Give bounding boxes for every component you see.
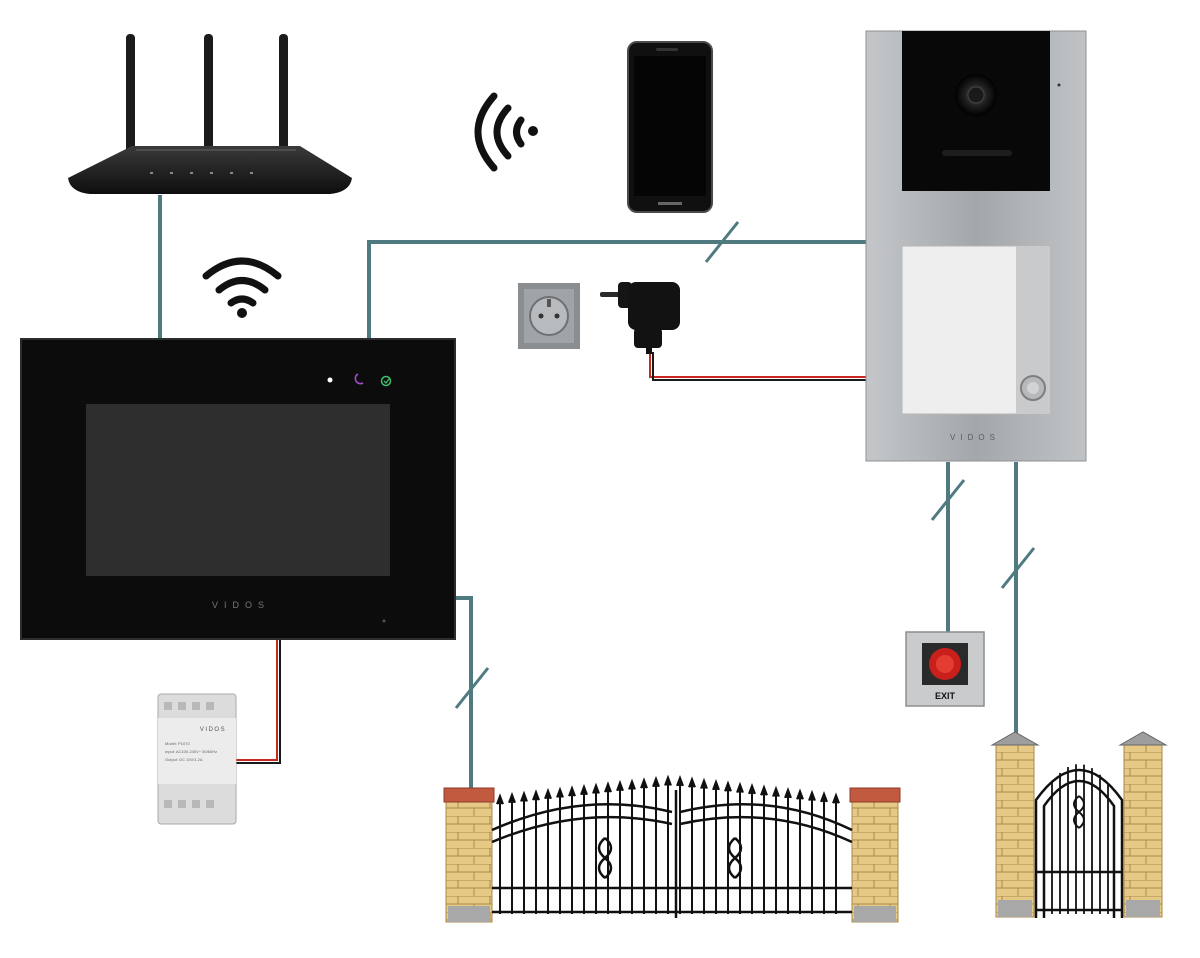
wires bbox=[158, 195, 1018, 790]
power-wires bbox=[236, 352, 866, 764]
gate-spear-tip bbox=[652, 775, 660, 788]
gate-spear-tip bbox=[592, 782, 600, 794]
panel-brand-label: VIDOS bbox=[950, 433, 1000, 442]
power-led bbox=[327, 377, 333, 383]
gate-spear-tip bbox=[544, 787, 552, 800]
gate-spear-tip bbox=[640, 777, 648, 789]
wifi-icon bbox=[202, 257, 282, 307]
gate-spear-tip bbox=[580, 783, 588, 796]
monitor-brand-label: VIDOS bbox=[212, 600, 270, 610]
gate-spear-tip bbox=[760, 784, 768, 796]
gate-spear-tip bbox=[676, 775, 684, 787]
power-wire-adapter-red bbox=[649, 352, 866, 378]
gate-bars bbox=[496, 774, 840, 914]
indoor-monitor: VIDOS bbox=[20, 338, 456, 640]
moon-icon bbox=[354, 373, 364, 385]
wicket-pillar-left bbox=[995, 744, 1035, 918]
power-wire-psu-red bbox=[236, 640, 278, 761]
psu-label-line-2: Input: AC100-240V~ 50/60Hz bbox=[165, 749, 217, 754]
gate-spear-tip bbox=[688, 776, 696, 788]
wifi-signal-icon bbox=[474, 92, 525, 172]
router-icon bbox=[68, 34, 352, 194]
gate-icon bbox=[443, 774, 901, 923]
wicket-gate-icon bbox=[990, 731, 1168, 918]
gate-spear-tip bbox=[832, 792, 840, 804]
gate-spear-tip bbox=[568, 785, 576, 797]
ir-strip bbox=[942, 150, 1012, 156]
gate-spear-tip bbox=[628, 778, 636, 790]
gate-spear-tip bbox=[508, 791, 516, 804]
power-adapter-icon bbox=[600, 282, 680, 354]
unlock-icon bbox=[380, 375, 392, 387]
wicket-pillar-right bbox=[1123, 744, 1163, 918]
gate-spear-tip bbox=[664, 774, 672, 786]
outdoor-panel: VIDOS bbox=[865, 30, 1087, 462]
gate-spear-tip bbox=[532, 789, 540, 801]
power-wire-psu-black bbox=[236, 640, 281, 764]
microphone-hole bbox=[382, 619, 386, 623]
gate-pillar-right bbox=[851, 799, 899, 923]
exit-label: EXIT bbox=[935, 691, 956, 701]
monitor-screen bbox=[86, 404, 390, 576]
wall-socket-icon bbox=[518, 283, 580, 349]
gate-spear-tip bbox=[808, 789, 816, 801]
gate-spear-tip bbox=[700, 777, 708, 789]
wifi-signal-dot bbox=[528, 126, 538, 136]
gate-spear-tip bbox=[556, 786, 564, 798]
gate-spear-tip bbox=[724, 780, 732, 792]
gate-spear-tip bbox=[736, 781, 744, 793]
wifi-dot bbox=[237, 308, 247, 318]
gate-spear-tip bbox=[772, 785, 780, 797]
din-power-supply-icon: VIDOS Model: P1070 Input: AC100-240V~ 50… bbox=[157, 693, 237, 825]
exit-button-icon: EXIT bbox=[905, 631, 985, 707]
psu-brand: VIDOS bbox=[200, 727, 226, 733]
gate-spear-tip bbox=[604, 781, 612, 793]
wire-monitor-to-outdoor-panel bbox=[367, 240, 866, 340]
wire-break-marks bbox=[454, 221, 1036, 709]
gate-pillar-left bbox=[445, 799, 493, 923]
gate-spear-tip bbox=[796, 788, 804, 800]
psu-label-line-3: Output: DC 15V/1.2A bbox=[165, 757, 203, 762]
gate-spear-tip bbox=[520, 790, 528, 802]
psu-label-line-1: Model: P1070 bbox=[165, 741, 190, 746]
gate-spear-tip bbox=[784, 787, 792, 799]
smartphone-icon bbox=[627, 41, 713, 213]
gate-spear-tip bbox=[496, 793, 504, 805]
gate-spear-tip bbox=[712, 779, 720, 791]
gate-spear-tip bbox=[616, 779, 624, 792]
power-wire-adapter-black bbox=[652, 352, 866, 381]
wire-monitor-to-gate bbox=[455, 596, 473, 790]
wicket-bars bbox=[1051, 764, 1109, 914]
gate-spear-tip bbox=[820, 791, 828, 803]
gate-spear-tip bbox=[748, 783, 756, 795]
